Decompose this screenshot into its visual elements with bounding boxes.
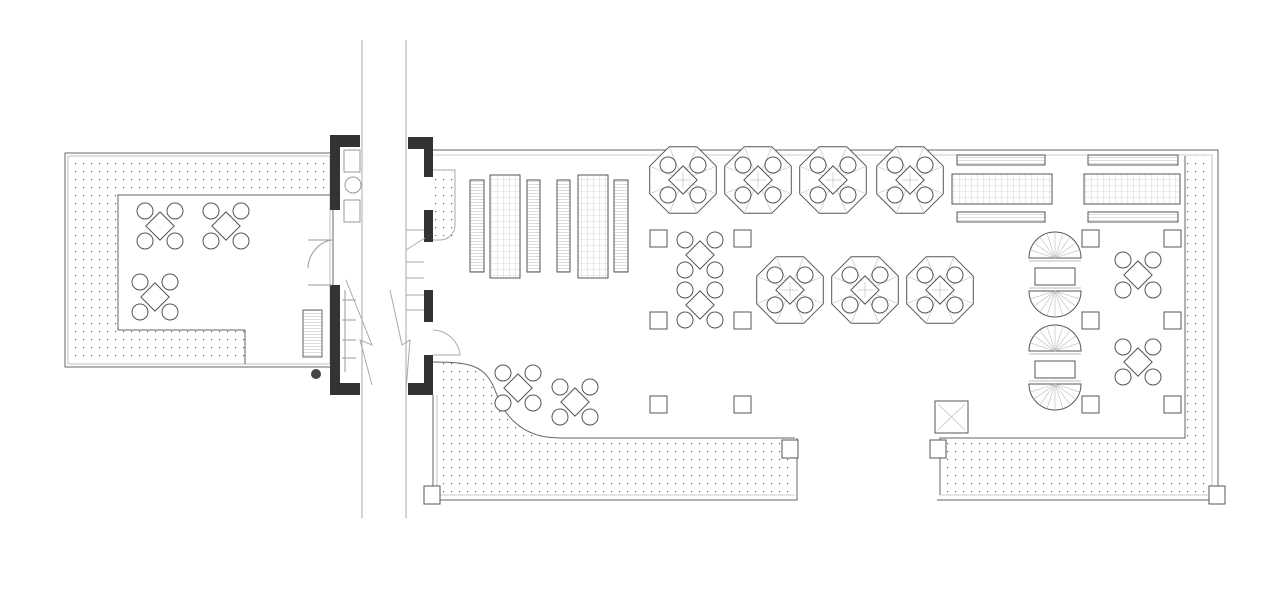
bench-icon <box>1087 154 1179 166</box>
right-entry-details <box>389 169 461 391</box>
bench-icon <box>1083 173 1181 205</box>
four-seat-table-icon <box>494 364 542 412</box>
bench-icon <box>956 211 1046 223</box>
bench-icon <box>956 154 1046 166</box>
column-square-icon <box>1163 311 1182 330</box>
planter-bed-left <box>70 158 330 362</box>
left-entry-details <box>307 149 373 386</box>
four-seat-table-icon <box>551 378 599 426</box>
bench-icon <box>613 179 629 273</box>
octagon-table-icon <box>756 256 824 324</box>
column-square-icon <box>733 395 752 414</box>
bench-icon <box>556 179 571 273</box>
corner-post-icon <box>1208 485 1226 505</box>
column-square-icon <box>733 311 752 330</box>
landing-rect <box>1034 267 1076 286</box>
four-seat-table-icon <box>136 202 184 250</box>
octagon-table-icon <box>799 146 867 214</box>
column-square-icon <box>649 395 668 414</box>
four-seat-table-icon <box>131 273 179 321</box>
planter-edge-east <box>939 156 1186 495</box>
octagon-table-icon <box>876 146 944 214</box>
column-square-icon <box>1081 229 1100 248</box>
planter-bed-south-left <box>437 362 795 494</box>
four-seat-table-icon <box>676 281 724 329</box>
bench-icon <box>302 309 323 358</box>
planter-bed-entry <box>435 172 453 236</box>
right-walls <box>408 137 433 395</box>
four-seat-table-icon <box>1114 251 1162 299</box>
bench-icon <box>951 173 1053 205</box>
spiral-stair-icon <box>1028 231 1082 262</box>
column-square-icon <box>1163 395 1182 414</box>
bench-icon <box>469 179 485 273</box>
kiosk-icon <box>934 400 969 434</box>
octagon-table-icon <box>649 146 717 214</box>
column-square-icon <box>649 229 668 248</box>
bench-icon <box>1087 211 1179 223</box>
bench-icon <box>526 179 541 273</box>
column-square-icon <box>1163 229 1182 248</box>
four-seat-table-icon <box>1114 338 1162 386</box>
column-square-icon <box>1081 311 1100 330</box>
left-terrace <box>64 152 334 379</box>
octagon-table-icon <box>906 256 974 324</box>
spiral-stair-icon <box>1028 380 1082 411</box>
four-seat-table-icon <box>202 202 250 250</box>
landing-rect <box>1034 360 1076 379</box>
octagon-table-icon <box>831 256 899 324</box>
corner-post-icon <box>423 485 441 505</box>
spiral-stair-icon <box>1028 324 1082 355</box>
bench-icon <box>489 174 521 279</box>
planter-edge <box>432 361 795 439</box>
planter-bed-east <box>941 156 1211 494</box>
corner-post-icon <box>781 439 799 459</box>
spiral-stair-icon <box>1028 287 1082 318</box>
octagon-table-icon <box>724 146 792 214</box>
column-square-icon <box>1081 395 1100 414</box>
column-square-icon <box>649 311 668 330</box>
corner-post-icon <box>929 439 947 459</box>
bench-icon <box>577 174 609 279</box>
column-square-icon <box>733 229 752 248</box>
bollard-icon <box>311 369 321 379</box>
four-seat-table-icon <box>676 231 724 279</box>
left-walls <box>330 135 360 395</box>
